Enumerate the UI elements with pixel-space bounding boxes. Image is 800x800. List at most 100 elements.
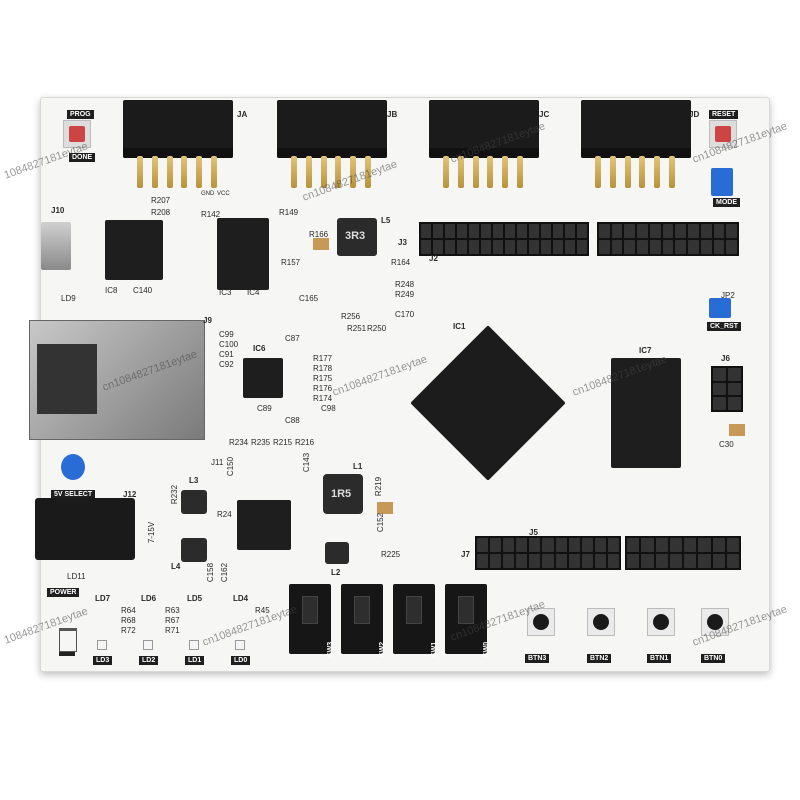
fpga-board: JA JB JC JD GND VCC PROG DONE RESET MODE…	[29, 97, 770, 672]
ld11-label: LD11	[67, 572, 86, 581]
inductor-3r3-text: 3R3	[345, 230, 366, 242]
button-btn0[interactable]	[701, 608, 729, 636]
ld7-label: LD7	[95, 594, 111, 603]
ld2-label: LD2	[139, 656, 159, 665]
r72-label: R72	[121, 626, 136, 635]
inductor-1r5	[323, 474, 363, 514]
r177-label: R177	[313, 354, 333, 363]
r166-label: R166	[309, 230, 329, 239]
r208-label: R208	[151, 208, 171, 217]
pmod-header-ja	[123, 100, 233, 158]
inductor-3r3	[337, 218, 377, 256]
c98-label: C98	[321, 404, 336, 413]
r176-label: R176	[313, 384, 333, 393]
switch-sw0[interactable]	[445, 584, 487, 654]
r235-label: R235	[251, 438, 271, 447]
reset-button-cap	[715, 126, 731, 142]
r234-label: R234	[229, 438, 249, 447]
usb-chip-ic8	[105, 220, 163, 280]
c89-label: C89	[257, 404, 272, 413]
five-v-select-jumper[interactable]	[61, 454, 85, 480]
prog-button[interactable]	[63, 120, 91, 148]
power-label: POWER	[47, 588, 80, 597]
sw0-label: SW0	[483, 641, 491, 658]
c165-label: C165	[299, 294, 319, 303]
c100-label: C100	[219, 340, 239, 349]
regulator-chip-main	[237, 500, 291, 550]
r164-label: R164	[391, 258, 411, 267]
c143-label: C143	[302, 452, 312, 473]
switch-sw3[interactable]	[289, 584, 331, 654]
pmod-header-jd	[581, 100, 691, 158]
r232-label: R232	[170, 484, 180, 505]
mode-label: MODE	[713, 198, 740, 207]
five-v-select-label: 5V SELECT	[51, 490, 96, 499]
led-ld0	[235, 640, 245, 650]
chip-ic3	[217, 218, 269, 290]
r249-label: R249	[395, 290, 415, 299]
switch-sw0-knob	[458, 596, 474, 624]
inductor-l2	[325, 542, 349, 564]
c30-capacitor	[729, 424, 745, 436]
sw2-label: SW2	[379, 641, 387, 658]
j10-label: J10	[51, 206, 65, 215]
r178-label: R178	[313, 364, 333, 373]
inductor-1r5-text: 1R5	[331, 488, 352, 500]
micro-usb-port[interactable]	[41, 222, 71, 270]
r250-label: R250	[367, 324, 387, 333]
barrel-jack-j12[interactable]	[35, 498, 135, 560]
ic7-label: IC7	[639, 346, 652, 355]
j6-label: J6	[721, 354, 730, 363]
header-j5-left	[475, 536, 621, 570]
pmod-pins-jb	[291, 156, 371, 188]
j9-label: J9	[203, 316, 212, 325]
mode-jumper[interactable]	[711, 168, 733, 196]
ld4-label: LD4	[233, 594, 249, 603]
led-ld1	[189, 640, 199, 650]
r219-label: R219	[374, 476, 384, 497]
button-btn3[interactable]	[527, 608, 555, 636]
switch-sw2[interactable]	[341, 584, 383, 654]
pmod-vcc-label: VCC	[217, 191, 230, 197]
button-btn1[interactable]	[647, 608, 675, 636]
r157-label: R157	[281, 258, 301, 267]
chip-ic6	[243, 358, 283, 398]
ic6-label: IC6	[253, 344, 266, 353]
jp2-jumper[interactable]	[709, 298, 731, 318]
switch-sw1[interactable]	[393, 584, 435, 654]
ic4-label: IC4	[247, 288, 260, 297]
r175-label: R175	[313, 374, 333, 383]
r256-label: R256	[341, 312, 361, 321]
l5-label: L5	[381, 216, 391, 225]
c92-label: C92	[219, 360, 234, 369]
reset-button[interactable]	[709, 120, 737, 148]
cap-tantalum-top	[313, 238, 329, 250]
pmod-header-jb	[277, 100, 387, 158]
c87-label: C87	[285, 334, 300, 343]
c152-label: C152	[376, 512, 386, 533]
button-btn2[interactable]	[587, 608, 615, 636]
inductor-l3	[181, 490, 207, 514]
r71-label: R71	[165, 626, 180, 635]
j11-label: J11	[211, 458, 224, 467]
pmod-pins-jc	[443, 156, 523, 188]
r216-label: R216	[295, 438, 315, 447]
header-j5-right	[625, 536, 741, 570]
fpga-chip-ic1	[410, 325, 566, 481]
pmod-label-jb: JB	[387, 110, 398, 119]
weee-bar-icon	[59, 652, 75, 656]
r149-label: R149	[279, 208, 299, 217]
l2-label: L2	[331, 568, 341, 577]
r251-label: R251	[347, 324, 367, 333]
r67-label: R67	[165, 616, 180, 625]
switch-sw3-knob	[302, 596, 318, 624]
c30-label: C30	[719, 440, 734, 449]
pmod-label-ja: JA	[237, 110, 248, 119]
c170-label: C170	[395, 310, 415, 319]
ld6-label: LD6	[141, 594, 157, 603]
flash-chip-ic7	[611, 358, 681, 468]
pmod-label-jd: JD	[689, 110, 700, 119]
btn0-label: BTN0	[701, 654, 726, 663]
c88-label: C88	[285, 416, 300, 425]
c140-label: C140	[133, 286, 153, 295]
